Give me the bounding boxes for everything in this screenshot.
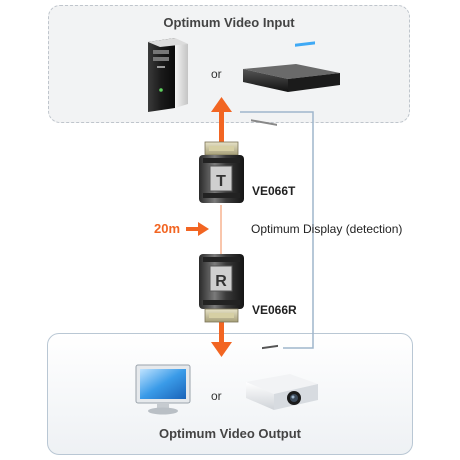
dvd-player-icon <box>243 41 340 126</box>
output-or-label: or <box>211 389 222 403</box>
distance-arrow-icon <box>186 222 209 236</box>
feedback-line <box>240 111 314 349</box>
projector-icon <box>246 344 318 410</box>
dvi-connector-icon <box>204 141 239 156</box>
feedback-label: Optimum Display (detection) <box>251 222 403 236</box>
down-arrow-icon <box>211 320 232 357</box>
output-zone: Optimum Video Output <box>47 333 413 455</box>
transmitter-badge: T <box>216 173 226 190</box>
receiver-unit: R <box>199 254 244 323</box>
transmitter-model-label: VE066T <box>252 184 296 198</box>
input-zone-title: Optimum Video Input <box>163 15 295 30</box>
up-arrow-icon <box>211 97 232 142</box>
monitor-icon <box>135 364 191 415</box>
transmitter-unit: T <box>199 141 244 203</box>
output-zone-title: Optimum Video Output <box>158 426 302 441</box>
dvi-connector-icon <box>204 308 239 323</box>
distance-label: 20m <box>154 221 181 236</box>
receiver-badge: R <box>215 273 227 290</box>
input-zone: Optimum Video Input <box>48 5 410 123</box>
receiver-model-label: VE066R <box>252 303 297 317</box>
input-or-label: or <box>211 67 222 81</box>
pc-tower-icon <box>148 38 188 112</box>
